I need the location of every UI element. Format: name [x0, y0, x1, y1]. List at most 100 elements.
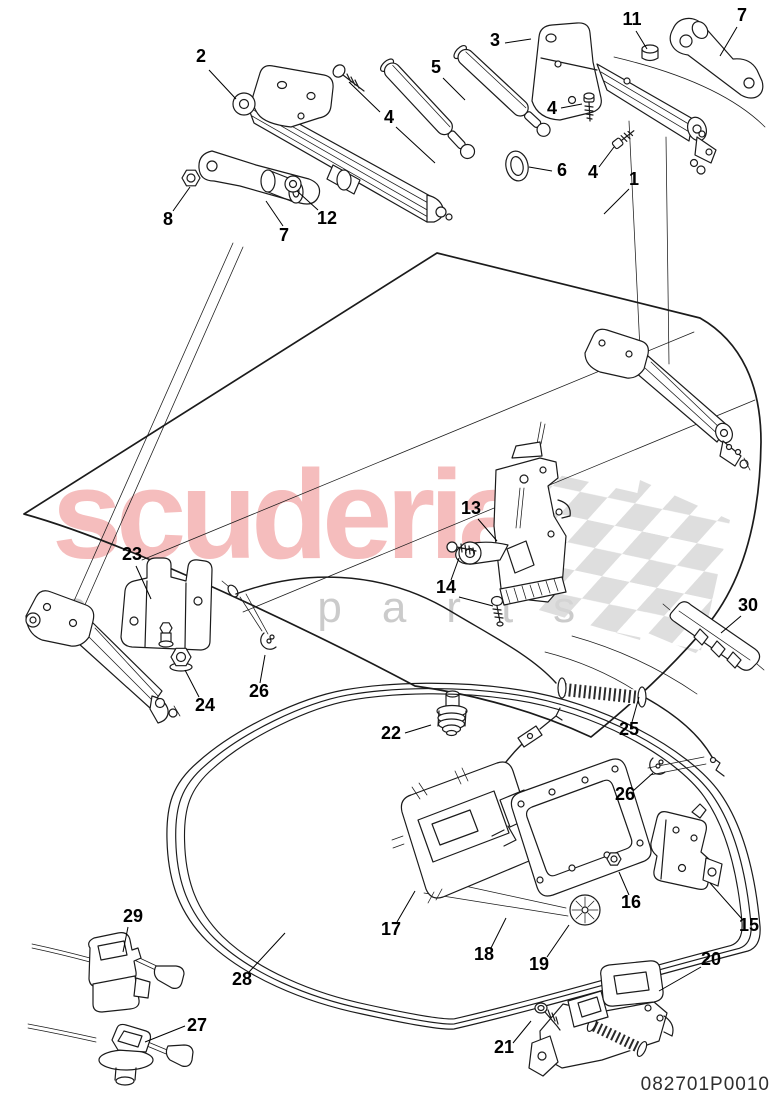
part-22-buffer-stop	[436, 690, 468, 737]
part-label-20: 20	[701, 949, 721, 969]
part-23-bracket	[120, 557, 213, 651]
leader-line-8	[172, 186, 191, 212]
leader-line-29	[122, 926, 129, 953]
leader-line-6	[528, 166, 553, 172]
part-2-hinge-left-exploded	[232, 65, 453, 223]
part-5-gas-strut-a	[379, 58, 476, 160]
part-16-nut	[606, 852, 622, 866]
part-label-23: 23	[122, 544, 142, 564]
leader-line-19	[546, 924, 570, 958]
part-label-7: 7	[737, 5, 747, 25]
part-label-12: 12	[317, 208, 337, 228]
leader-line-20	[658, 966, 702, 992]
part-7-link-right	[669, 17, 764, 99]
part-label-25: 25	[619, 719, 639, 739]
leader-line-13	[477, 518, 498, 542]
leader-line-18	[490, 917, 507, 949]
part-label-26: 26	[615, 784, 635, 804]
part-12-washer	[284, 175, 302, 193]
hinge-left-installed	[25, 590, 181, 724]
part-label-7: 7	[279, 225, 289, 245]
part-13-lock-mechanism	[455, 421, 571, 606]
part-11-cap	[641, 44, 659, 62]
hinge-right-installed	[584, 328, 751, 471]
leader-line-24	[184, 669, 200, 698]
leader-line-22	[404, 724, 432, 734]
part-label-26: 26	[249, 681, 269, 701]
part-17-latch-plate	[391, 761, 539, 904]
leader-line-12	[296, 190, 319, 211]
leader-line-17	[396, 890, 416, 923]
leader-line-4	[348, 81, 381, 113]
part-label-5: 5	[431, 57, 441, 77]
leader-line-26	[259, 654, 266, 684]
leader-line-1	[603, 188, 630, 215]
leader-line-5	[442, 77, 466, 101]
part-21-screw	[534, 1002, 561, 1031]
part-4-screw-a	[332, 64, 365, 92]
part-6-grommet	[505, 150, 529, 182]
part-18-gasket	[510, 758, 652, 897]
part-label-2: 2	[196, 46, 206, 66]
part-label-21: 21	[494, 1037, 514, 1057]
part-26-clip-right	[649, 757, 666, 775]
leader-line-28	[248, 932, 286, 973]
leader-line-15	[709, 882, 743, 920]
part-4-screw-c	[611, 130, 635, 150]
part-label-22: 22	[381, 723, 401, 743]
part-label-29: 29	[123, 906, 143, 926]
part-label-14: 14	[436, 577, 456, 597]
part-label-30: 30	[738, 595, 758, 615]
part-label-24: 24	[195, 695, 215, 715]
leader-line-11	[635, 30, 648, 50]
leader-line-27	[144, 1025, 186, 1043]
part-label-4: 4	[588, 162, 598, 182]
part-label-19: 19	[529, 954, 549, 974]
part-20-trunk-lock	[528, 960, 674, 1077]
part-26-clip-left	[260, 632, 277, 650]
part-19-grommet-wheel	[569, 894, 601, 926]
leader-line-4	[560, 103, 583, 109]
part-14-screws	[446, 541, 504, 627]
part-label-15: 15	[739, 915, 759, 935]
part-label-6: 6	[557, 160, 567, 180]
leader-line-2	[208, 69, 237, 100]
part-24-nut	[169, 647, 193, 672]
leader-line-14	[458, 596, 494, 607]
part-label-17: 17	[381, 919, 401, 939]
part-label-11: 11	[622, 9, 641, 29]
part-label-4: 4	[384, 107, 394, 127]
part-5-gas-strut-b	[453, 44, 551, 137]
leader-line-23	[135, 565, 152, 600]
leader-line-3	[504, 38, 532, 44]
leader-line-4	[598, 146, 615, 168]
leader-line-30	[720, 615, 742, 634]
leader-line-21	[512, 1020, 532, 1044]
part-27-cable-tie-grommet	[27, 1023, 194, 1086]
leader-line-26	[632, 772, 654, 792]
part-label-4: 4	[547, 98, 557, 118]
part-4-screw-b	[583, 92, 595, 122]
part-7-link-left	[198, 150, 321, 205]
part-29-cable-tie	[31, 932, 185, 1013]
part-label-8: 8	[163, 209, 173, 229]
part-label-16: 16	[621, 892, 641, 912]
leader-line-7	[265, 200, 284, 227]
leader-line-7	[719, 26, 738, 57]
part-15-bracket	[650, 803, 723, 890]
leader-line-4	[395, 126, 436, 164]
part-30-strip	[662, 601, 765, 671]
assembly-reference-lines	[69, 120, 707, 917]
leader-line-25	[631, 696, 640, 723]
part-8-nut	[181, 169, 201, 187]
part-label-18: 18	[474, 944, 494, 964]
part-label-28: 28	[232, 969, 252, 989]
part-label-13: 13	[461, 498, 481, 518]
part-label-27: 27	[187, 1015, 207, 1035]
part-label-1: 1	[629, 169, 639, 189]
leader-line-16	[618, 871, 630, 896]
diagram-code: 082701P0010	[641, 1074, 770, 1095]
